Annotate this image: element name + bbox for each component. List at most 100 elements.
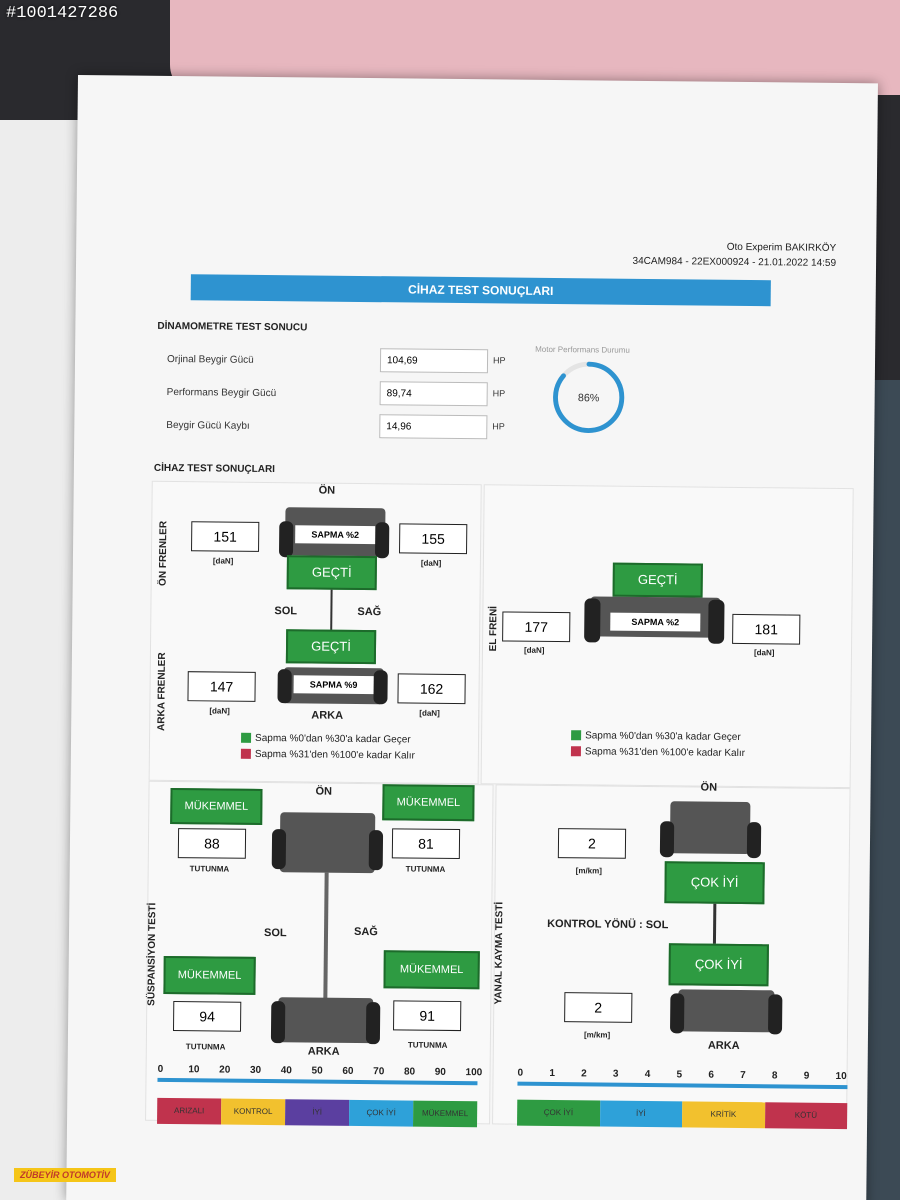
rear-label: ARKA [707,1039,740,1052]
rl-suspension-status: MÜKEMMEL [163,955,256,995]
control-direction: KONTROL YÖNÜ : SOL [547,917,669,932]
left-label: SOL [263,926,287,940]
legend-fail-label: Sapma %31'den %100'e kadar Kalır [584,746,746,760]
wheel [669,993,685,1034]
rr-suspension-status: MÜKEMMEL [383,950,480,990]
gauge-value: 86% [578,392,600,404]
grip-label: TUTUNMA [185,1042,226,1052]
dyno-title: DİNAMOMETRE TEST SONUCU [157,320,308,334]
grip-label: TUTUNMA [405,864,446,874]
scale-tick: 0 [517,1067,524,1079]
scale-tick: 90 [434,1066,446,1078]
front-slip-status: ÇOK İYİ [664,861,765,905]
dealer-logo: ZÜBEYİR OTOMOTİV [14,1168,116,1182]
legend-fail-label: Sapma %31'den %100'e kadar Kalır [254,748,415,762]
legend-pass-label: Sapma %0'dan %30'a kadar Geçer [585,730,741,743]
scale-band: ÇOK İYİ [517,1099,600,1127]
left-label: SOL [274,605,298,618]
fr-suspension-value: 81 [391,828,461,860]
axle-shaft [712,903,717,944]
unit-label: [daN] [753,648,775,658]
performance-gauge: 86% [553,361,625,433]
front-deviation: SAPMA %2 [295,525,376,545]
scale-tick: 3 [612,1068,619,1080]
station-name: Oto Experim BAKIRKÖY [726,241,837,254]
scale-band: ARIZALI [157,1097,222,1125]
scale-tick: 20 [219,1064,231,1076]
rear-brakes-title: ARKA FRENLER [156,652,168,731]
wheel [365,1002,381,1045]
scale-tick: 5 [676,1069,683,1081]
scale-band: İYİ [599,1100,683,1128]
scale-tick: 1 [549,1067,555,1080]
wheel [270,1001,286,1044]
front-slip-value: 2 [557,828,627,859]
scale-band: İYİ [285,1099,350,1126]
front-slip-image [669,801,751,855]
rear-label: ARKA [307,1045,340,1058]
device-title: CİHAZ TEST SONUÇLARI [153,462,276,476]
rear-suspension-image [277,997,374,1044]
legend-fail: Sapma %31'den %100'e kadar Kalır [240,748,415,762]
rear-right-brake: 162 [397,673,466,705]
legend-pass: Sapma %0'dan %30'a kadar Geçer [571,730,741,743]
front-label: ÖN [700,781,718,794]
legend-fail: Sapma %31'den %100'e kadar Kalır [570,746,746,760]
front-label: ÖN [318,484,336,497]
report-sheet: Oto Experim BAKIRKÖY 34CAM984 - 22EX0009… [66,75,878,1200]
unit-label: [m/km] [575,866,602,876]
rear-deviation: SAPMA %9 [293,675,374,695]
fl-suspension-status: MÜKEMMEL [170,788,263,825]
wheel [277,669,292,704]
fr-suspension-status: MÜKEMMEL [382,784,475,822]
front-suspension-image [279,812,376,874]
unit-label: [daN] [209,706,230,716]
handbrake-status: GEÇTİ [612,562,703,598]
scale-tick: 9 [803,1070,810,1082]
listing-id: #1001427286 [6,4,119,23]
wheel [746,822,762,859]
dyno-row-unit: HP [492,421,505,432]
wheel [374,522,390,559]
wheel [271,829,287,870]
report-meta: 34CAM984 - 22EX000924 - 21.01.2022 14:59 [632,255,837,269]
wheel [373,670,388,705]
dyno-row-value: 89,74 [379,381,488,407]
scale-band: KÖTÜ [764,1102,848,1130]
scale-tick: 60 [342,1065,354,1077]
handbrake-left: 177 [502,611,571,643]
scale-tick: 30 [249,1064,262,1076]
scale-tick: 4 [644,1068,651,1081]
unit-label: [daN] [420,558,442,568]
grip-label: TUTUNMA [189,864,230,874]
rl-suspension-value: 94 [172,1001,242,1032]
banner-title: CİHAZ TEST SONUÇLARI [190,274,771,307]
gauge-arc [553,361,625,433]
dyno-row-label: Beygir Gücü Kaybı [166,419,250,432]
scale-tick: 2 [581,1068,587,1080]
scale-tick: 7 [740,1069,746,1082]
handbrake-deviation: SAPMA %2 [610,612,701,632]
dyno-row-unit: HP [492,355,506,366]
front-label: ÖN [315,785,333,798]
unit-label: [daN] [419,708,440,718]
suspension-title: SÜSPANSİYON TESTİ [146,902,159,1006]
legend-pass-label: Sapma %0'dan %30'a kadar Geçer [255,732,411,746]
front-brake-status: GEÇTİ [286,555,377,591]
right-label: SAĞ [353,925,378,939]
wheel [368,830,384,871]
rear-left-brake: 147 [187,671,256,702]
scale-band: ÇOK İYİ [349,1099,414,1127]
grip-label: TUTUNMA [407,1040,448,1050]
front-right-brake: 155 [399,523,468,555]
dyno-row-label: Orjinal Beygir Gücü [166,353,254,366]
gauge-label: Motor Performans Durumu [535,344,630,355]
front-brakes-title: ÖN FRENLER [157,520,170,586]
rear-brake-status: GEÇTİ [285,629,377,665]
right-label: SAĞ [357,605,382,619]
dyno-row-value: 14,96 [379,414,488,440]
